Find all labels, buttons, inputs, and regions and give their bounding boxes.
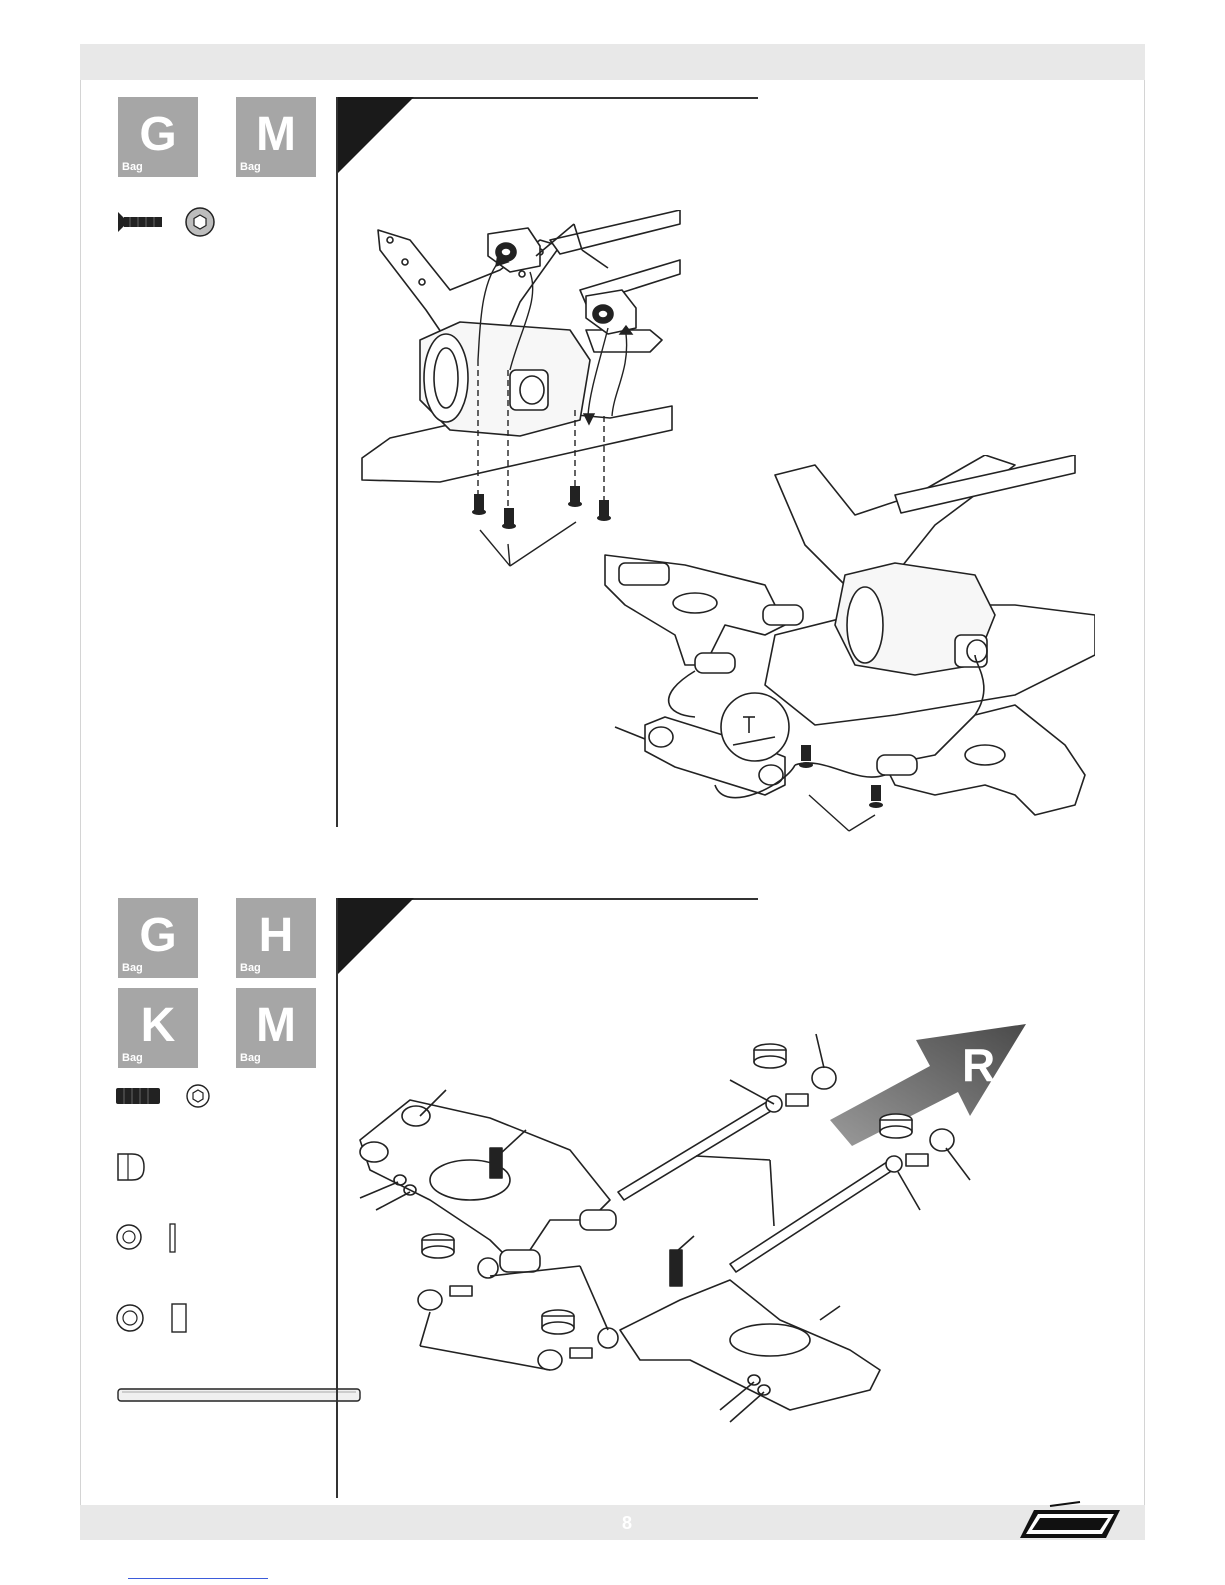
bag-label: Bag: [240, 1052, 261, 1064]
step-corner-marker: [338, 97, 418, 177]
set-screw-icon: [114, 1084, 162, 1108]
bag-letter: G: [118, 906, 198, 966]
bag-tile-g: G Bag: [118, 898, 198, 978]
hinge-pin-rod-icon: [116, 1386, 364, 1404]
bag-label: Bag: [240, 962, 261, 974]
washer-icon: [114, 1222, 144, 1252]
spacer-icon: [170, 1302, 190, 1334]
bag-letter: M: [236, 996, 316, 1056]
bag-tile-g: G Bag: [118, 97, 198, 177]
bag-tile-m: M Bag: [236, 97, 316, 177]
bag-tile-m: M Bag: [236, 988, 316, 1068]
bag-label: Bag: [122, 161, 143, 173]
bag-label: Bag: [122, 962, 143, 974]
step-divider: [336, 898, 338, 1498]
bag-tile-h: H Bag: [236, 898, 316, 978]
page-number: 8: [612, 1511, 642, 1535]
step-corner-marker: [338, 898, 418, 978]
bag-label: Bag: [240, 161, 261, 173]
bag-letter: M: [236, 105, 316, 165]
bag-letter: K: [118, 996, 198, 1056]
bushing-icon: [114, 1302, 146, 1334]
step-divider: [336, 97, 338, 827]
lower-arm-mount-illustration: [595, 455, 1095, 835]
bag-letter: G: [118, 105, 198, 165]
flat-head-screw-icon: [114, 208, 166, 236]
bag-label: Bag: [122, 1052, 143, 1064]
bag-tile-k: K Bag: [118, 988, 198, 1068]
spec-r-logo-icon: [1010, 1500, 1130, 1544]
header-band: [80, 44, 1145, 80]
pin-icon: [168, 1222, 178, 1254]
bottom-link-underline: [128, 1578, 268, 1579]
bag-letter: H: [236, 906, 316, 966]
small-nut-icon: [184, 1082, 212, 1110]
rear-arm-assembly-illustration: [350, 1030, 990, 1500]
pivot-ball-icon: [114, 1150, 148, 1184]
hex-nut-icon: [184, 206, 216, 238]
